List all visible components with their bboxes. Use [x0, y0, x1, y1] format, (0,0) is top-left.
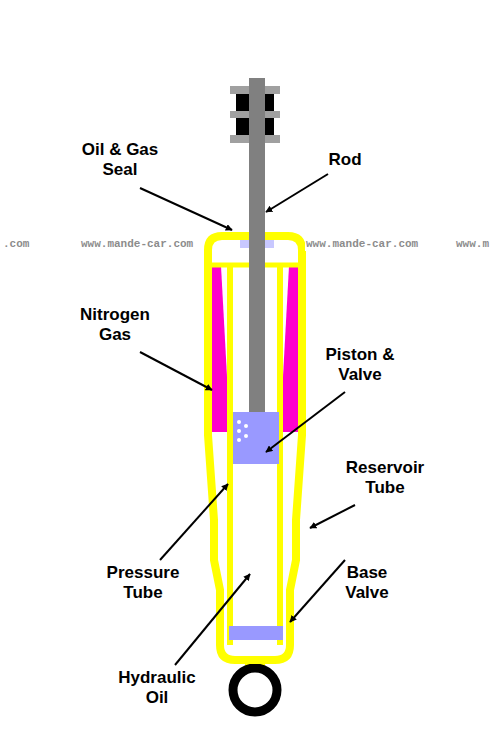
leader-arrow [310, 505, 355, 528]
part-label: Base Valve [335, 563, 399, 603]
leader-arrow [290, 560, 345, 622]
valve-port [237, 438, 241, 442]
watermark: www.m [455, 238, 490, 251]
valve-port [237, 429, 241, 433]
valve-port [244, 434, 248, 438]
leader-arrow [160, 484, 228, 560]
watermark: www.mande-car.com [80, 238, 194, 251]
part-label: Piston & Valve [318, 345, 402, 385]
watermark: .com [2, 238, 30, 251]
leader-arrow [140, 188, 232, 230]
leader-arrow [266, 174, 328, 212]
mount-eye [233, 668, 277, 712]
part-label: Pressure Tube [98, 563, 188, 603]
leader-arrow [175, 574, 250, 665]
piston-valve [233, 412, 279, 464]
part-label: Reservoir Tube [338, 458, 432, 498]
piston-rod [249, 78, 265, 416]
pressure-tube [227, 265, 233, 645]
leader-arrow [266, 392, 345, 452]
base-valve [229, 626, 283, 640]
part-label: Nitrogen Gas [70, 305, 160, 345]
part-label: Hydraulic Oil [110, 668, 204, 708]
part-label: Oil & Gas Seal [75, 140, 165, 180]
part-label: Rod [320, 150, 370, 170]
leader-arrow [140, 352, 212, 390]
valve-port [237, 420, 241, 424]
valve-port [244, 424, 248, 428]
watermark: www.mande-car.com [305, 238, 419, 251]
